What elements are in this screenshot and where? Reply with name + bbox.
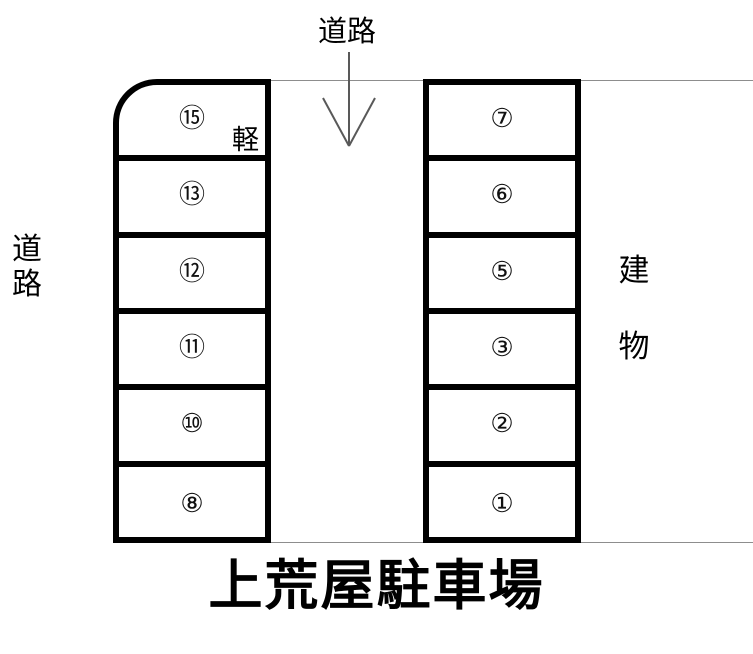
stall-number: ⑩ xyxy=(180,409,204,439)
parking-block-left: ⑮ 軽 ⑬ ⑫ ⑪ ⑩ ⑧ xyxy=(113,79,271,543)
stall-number: ⑪ xyxy=(178,333,205,363)
parking-stall[interactable]: ⑤ xyxy=(429,238,575,314)
parking-stall[interactable]: ⑫ xyxy=(119,238,265,314)
road-label-left: 道 路 xyxy=(12,232,42,303)
parking-stall[interactable]: ⑦ xyxy=(429,85,575,162)
stall-number: ⑫ xyxy=(178,256,205,286)
parking-block-right: ⑦ ⑥ ⑤ ③ ② ① xyxy=(423,79,581,543)
stall-number: ② xyxy=(490,409,514,439)
stall-number: ⑧ xyxy=(180,488,204,518)
road-direction-arrow-icon xyxy=(322,52,376,147)
parking-stall[interactable]: ② xyxy=(429,390,575,467)
stall-number: ⑥ xyxy=(490,180,514,210)
stall-number: ⑬ xyxy=(178,180,205,210)
parking-stall[interactable]: ⑬ xyxy=(119,161,265,238)
parking-stall[interactable]: ⑮ 軽 xyxy=(119,85,265,162)
parking-stall[interactable]: ⑪ xyxy=(119,314,265,391)
kei-vehicle-tag: 軽 xyxy=(232,125,259,157)
stall-number: ③ xyxy=(490,333,514,363)
road-label-top: 道路 xyxy=(317,14,376,48)
stall-number: ⑤ xyxy=(490,256,514,286)
parking-stall[interactable]: ⑧ xyxy=(119,467,265,543)
diagram-title: 上荒屋駐車場 xyxy=(208,554,545,617)
parking-stall[interactable]: ⑥ xyxy=(429,161,575,238)
parking-stall[interactable]: ① xyxy=(429,467,575,543)
stall-number: ① xyxy=(490,488,514,518)
parking-stall[interactable]: ③ xyxy=(429,314,575,391)
parking-stall[interactable]: ⑩ xyxy=(119,390,265,467)
building-label-right: 建 物 xyxy=(618,253,650,365)
stall-number: ⑮ xyxy=(178,104,205,134)
stall-number: ⑦ xyxy=(490,104,514,134)
